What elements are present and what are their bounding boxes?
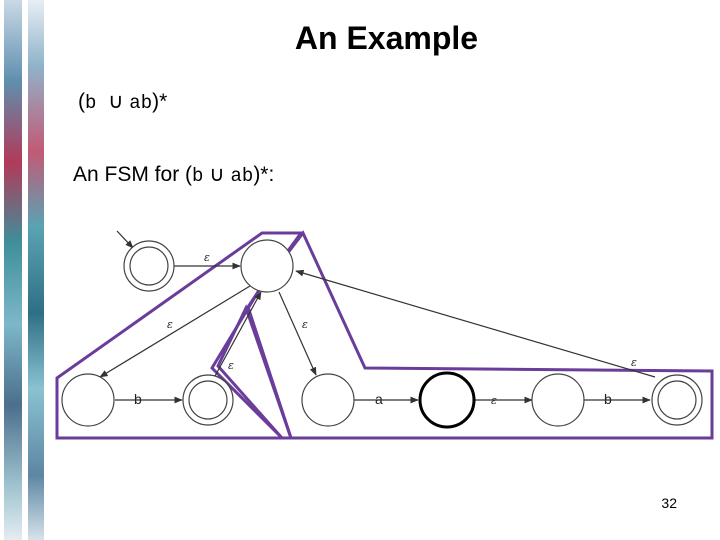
label-hub-to-a-in: ε [302,318,308,331]
label-ab-out-to-hub: ε [631,356,637,369]
state-b-out [182,374,234,426]
state-start [123,240,175,292]
fsm-caption-prefix: An FSM for ( [73,163,193,186]
fsm-caption-symbol-ab: ab [230,165,254,187]
label-b-out-to-hub: ε [228,359,234,372]
fsm-caption-union: ∪ [209,163,225,186]
regex-symbol-b: b [85,92,97,114]
regex-open: ( [78,90,85,113]
label-a-in-to-a-out: a [375,391,383,407]
regex-expression: (b ∪ ab)* [78,89,167,114]
edge-hub-to-a-in [278,291,317,376]
fsm-caption-symbol-b: b [192,165,204,187]
union-symbol: ∪ [108,90,124,113]
start-arrow [116,230,134,249]
state-hub [240,239,294,293]
state-ab-out [651,374,703,426]
fsm-caption: An FSM for (b ∪ ab)*: [73,162,274,187]
page-number: 32 [661,495,677,511]
edge-hub-to-b-in [99,285,251,378]
label-a-out-to-ab-mid: ε [491,394,497,407]
label-ab-mid-to-ab-out: b [604,391,612,407]
fsm-caption-suffix: )*: [253,163,275,186]
edge-ab-out-to-hub [295,269,656,378]
decorative-strip-left [4,0,22,540]
edge-b-out-to-hub [214,291,262,377]
state-a-out-emphasized [418,371,476,429]
regex-symbol-ab: ab [129,92,153,114]
regex-close: )* [152,90,168,113]
state-a-in [301,373,355,427]
label-b-in-to-b-out: b [134,391,142,407]
label-start-to-hub: ε [204,251,210,264]
state-b-in [61,373,115,427]
label-hub-to-b-in: ε [167,318,173,331]
slide-title: An Example [294,20,479,56]
decorative-strip-right [28,0,44,540]
state-ab-mid [531,373,585,427]
